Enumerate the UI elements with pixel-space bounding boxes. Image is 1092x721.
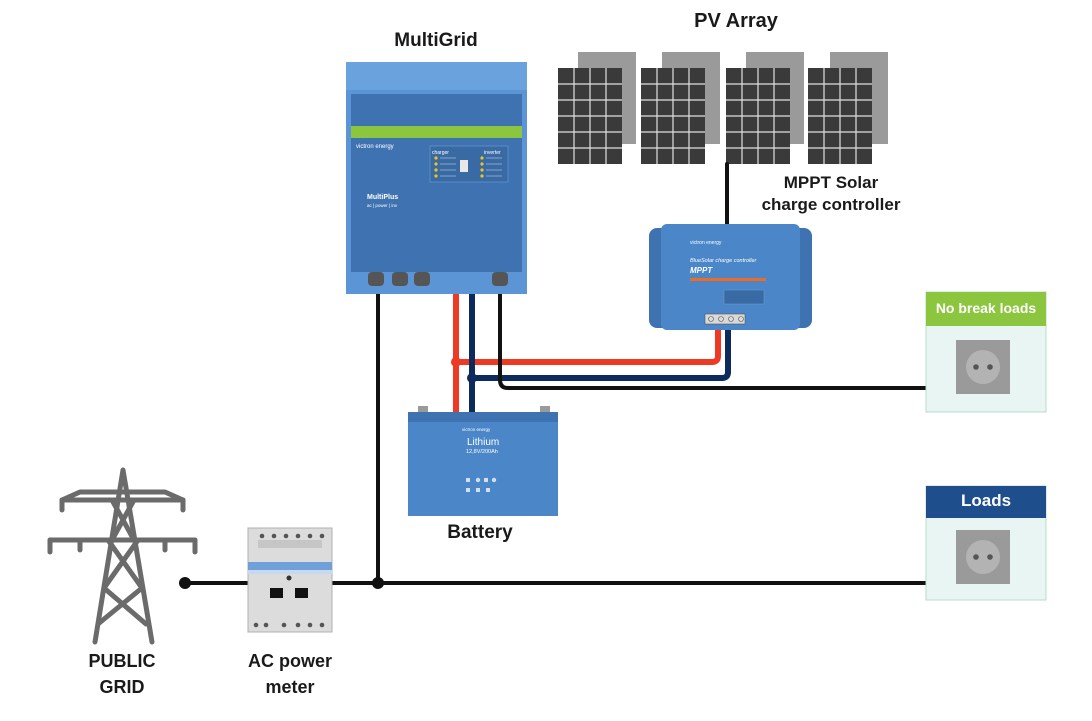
ac-meter-label-line-2: meter (265, 677, 315, 697)
socket-icon (956, 340, 1010, 394)
dc-negative-mppt-wire (469, 321, 731, 381)
ac-out-wire (498, 282, 930, 390)
battery-spec: 12,8V/200Ah (466, 449, 498, 455)
dc-positive-mppt-wire (453, 321, 721, 365)
multigrid-inverter-label: inverter (484, 150, 501, 156)
mppt-label: MPPT Solar charge controller (736, 172, 926, 216)
public-grid-label-line-1: PUBLIC (88, 651, 156, 671)
multigrid-subtitle: ac | power | inv (367, 203, 398, 208)
mppt-model: MPPT (690, 266, 713, 275)
public-grid-label-line-2: GRID (99, 677, 145, 697)
multigrid-status-strip (351, 126, 522, 138)
battery-device: victron energy Lithium 12,8V/200Ah (408, 406, 558, 516)
panel-cell-grid (558, 68, 872, 164)
multigrid-label: MultiGrid (394, 30, 478, 51)
multigrid-charger-label: charger (432, 150, 449, 156)
loads-box (925, 485, 1047, 601)
solar-panel-icon (641, 52, 720, 164)
junction-dot (467, 373, 477, 383)
battery-brand: victron energy (462, 427, 491, 432)
solar-panel-icon (808, 52, 888, 164)
transmission-tower-icon (47, 467, 198, 645)
power-meter-icon (247, 527, 333, 633)
battery-symbols (466, 477, 497, 492)
multigrid-brand: victron energy (356, 144, 394, 150)
mppt-label-line-1: MPPT Solar (783, 173, 879, 192)
multigrid-device: victron energy charger inverter MultiPlu… (346, 62, 527, 294)
mppt-label-line-2: charge controller (761, 195, 901, 214)
loads-header: Loads (960, 491, 1012, 510)
battery-label: Battery (447, 522, 513, 543)
public-grid-label: PUBLIC GRID (70, 648, 174, 700)
solar-panel-icon (726, 52, 804, 164)
no-break-loads-box (925, 291, 1047, 413)
battery-housing (408, 412, 558, 516)
cable-glands (368, 272, 508, 286)
mppt-title: BlueSolar charge controller (690, 258, 758, 264)
junction-dots (451, 357, 461, 367)
mppt-device: victron energy BlueSolar charge controll… (649, 224, 812, 330)
pv-array-label: PV Array (694, 10, 778, 32)
socket-icon (956, 530, 1010, 584)
solar-panel-icon (558, 52, 636, 164)
mppt-brand: victron energy (690, 240, 722, 246)
no-break-loads-header: No break loads (935, 300, 1037, 316)
ac-meter-label: AC power meter (230, 648, 350, 700)
multigrid-model: MultiPlus (367, 194, 398, 201)
pv-array (558, 52, 888, 164)
junction-dot (372, 577, 384, 589)
ac-meter-label-line-1: AC power (247, 651, 332, 671)
wiring (183, 162, 930, 585)
junction-dot (179, 577, 191, 589)
battery-type: Lithium (467, 437, 499, 448)
mppt-terminals (704, 313, 746, 325)
